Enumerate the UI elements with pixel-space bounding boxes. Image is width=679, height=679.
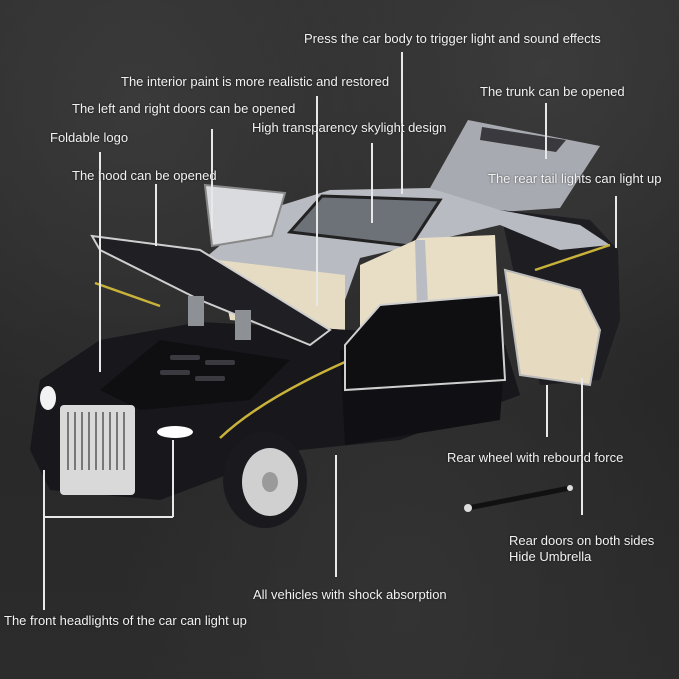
leader-line-rear-wheel — [546, 385, 548, 437]
leader-line-doors — [211, 129, 213, 229]
label-shock-absorption: All vehicles with shock absorption — [253, 587, 447, 602]
label-headlights: The front headlights of the car can ligh… — [4, 613, 247, 628]
leader-line-tail-lights — [615, 196, 617, 248]
leader-line-interior-paint — [316, 96, 318, 306]
leader-line-skylight — [371, 143, 373, 223]
label-umbrella-line2: Hide Umbrella — [509, 549, 592, 564]
label-skylight: High transparency skylight design — [252, 120, 447, 135]
label-hood: The hood can be opened — [72, 168, 217, 183]
leader-line-headlights-left — [43, 470, 45, 610]
label-umbrella-line1: Rear doors on both sides — [509, 533, 655, 548]
leader-line-press-body — [401, 52, 403, 194]
leader-line-trunk — [545, 103, 547, 159]
label-press-body: Press the car body to trigger light and … — [304, 31, 601, 46]
leader-line-headlights-join — [43, 516, 173, 518]
label-interior-paint: The interior paint is more realistic and… — [121, 74, 390, 89]
leader-line-foldable-logo — [99, 152, 101, 372]
leader-line-hood — [155, 184, 157, 246]
label-foldable-logo: Foldable logo — [50, 130, 129, 145]
leader-line-headlights-right — [172, 440, 174, 517]
leader-line-shock — [335, 455, 337, 577]
leader-line-umbrella — [581, 378, 583, 515]
label-doors: The left and right doors can be opened — [72, 101, 296, 116]
label-rear-wheel: Rear wheel with rebound force — [447, 450, 624, 465]
label-tail-lights: The rear tail lights can light up — [488, 171, 662, 186]
label-trunk: The trunk can be opened — [480, 84, 625, 99]
